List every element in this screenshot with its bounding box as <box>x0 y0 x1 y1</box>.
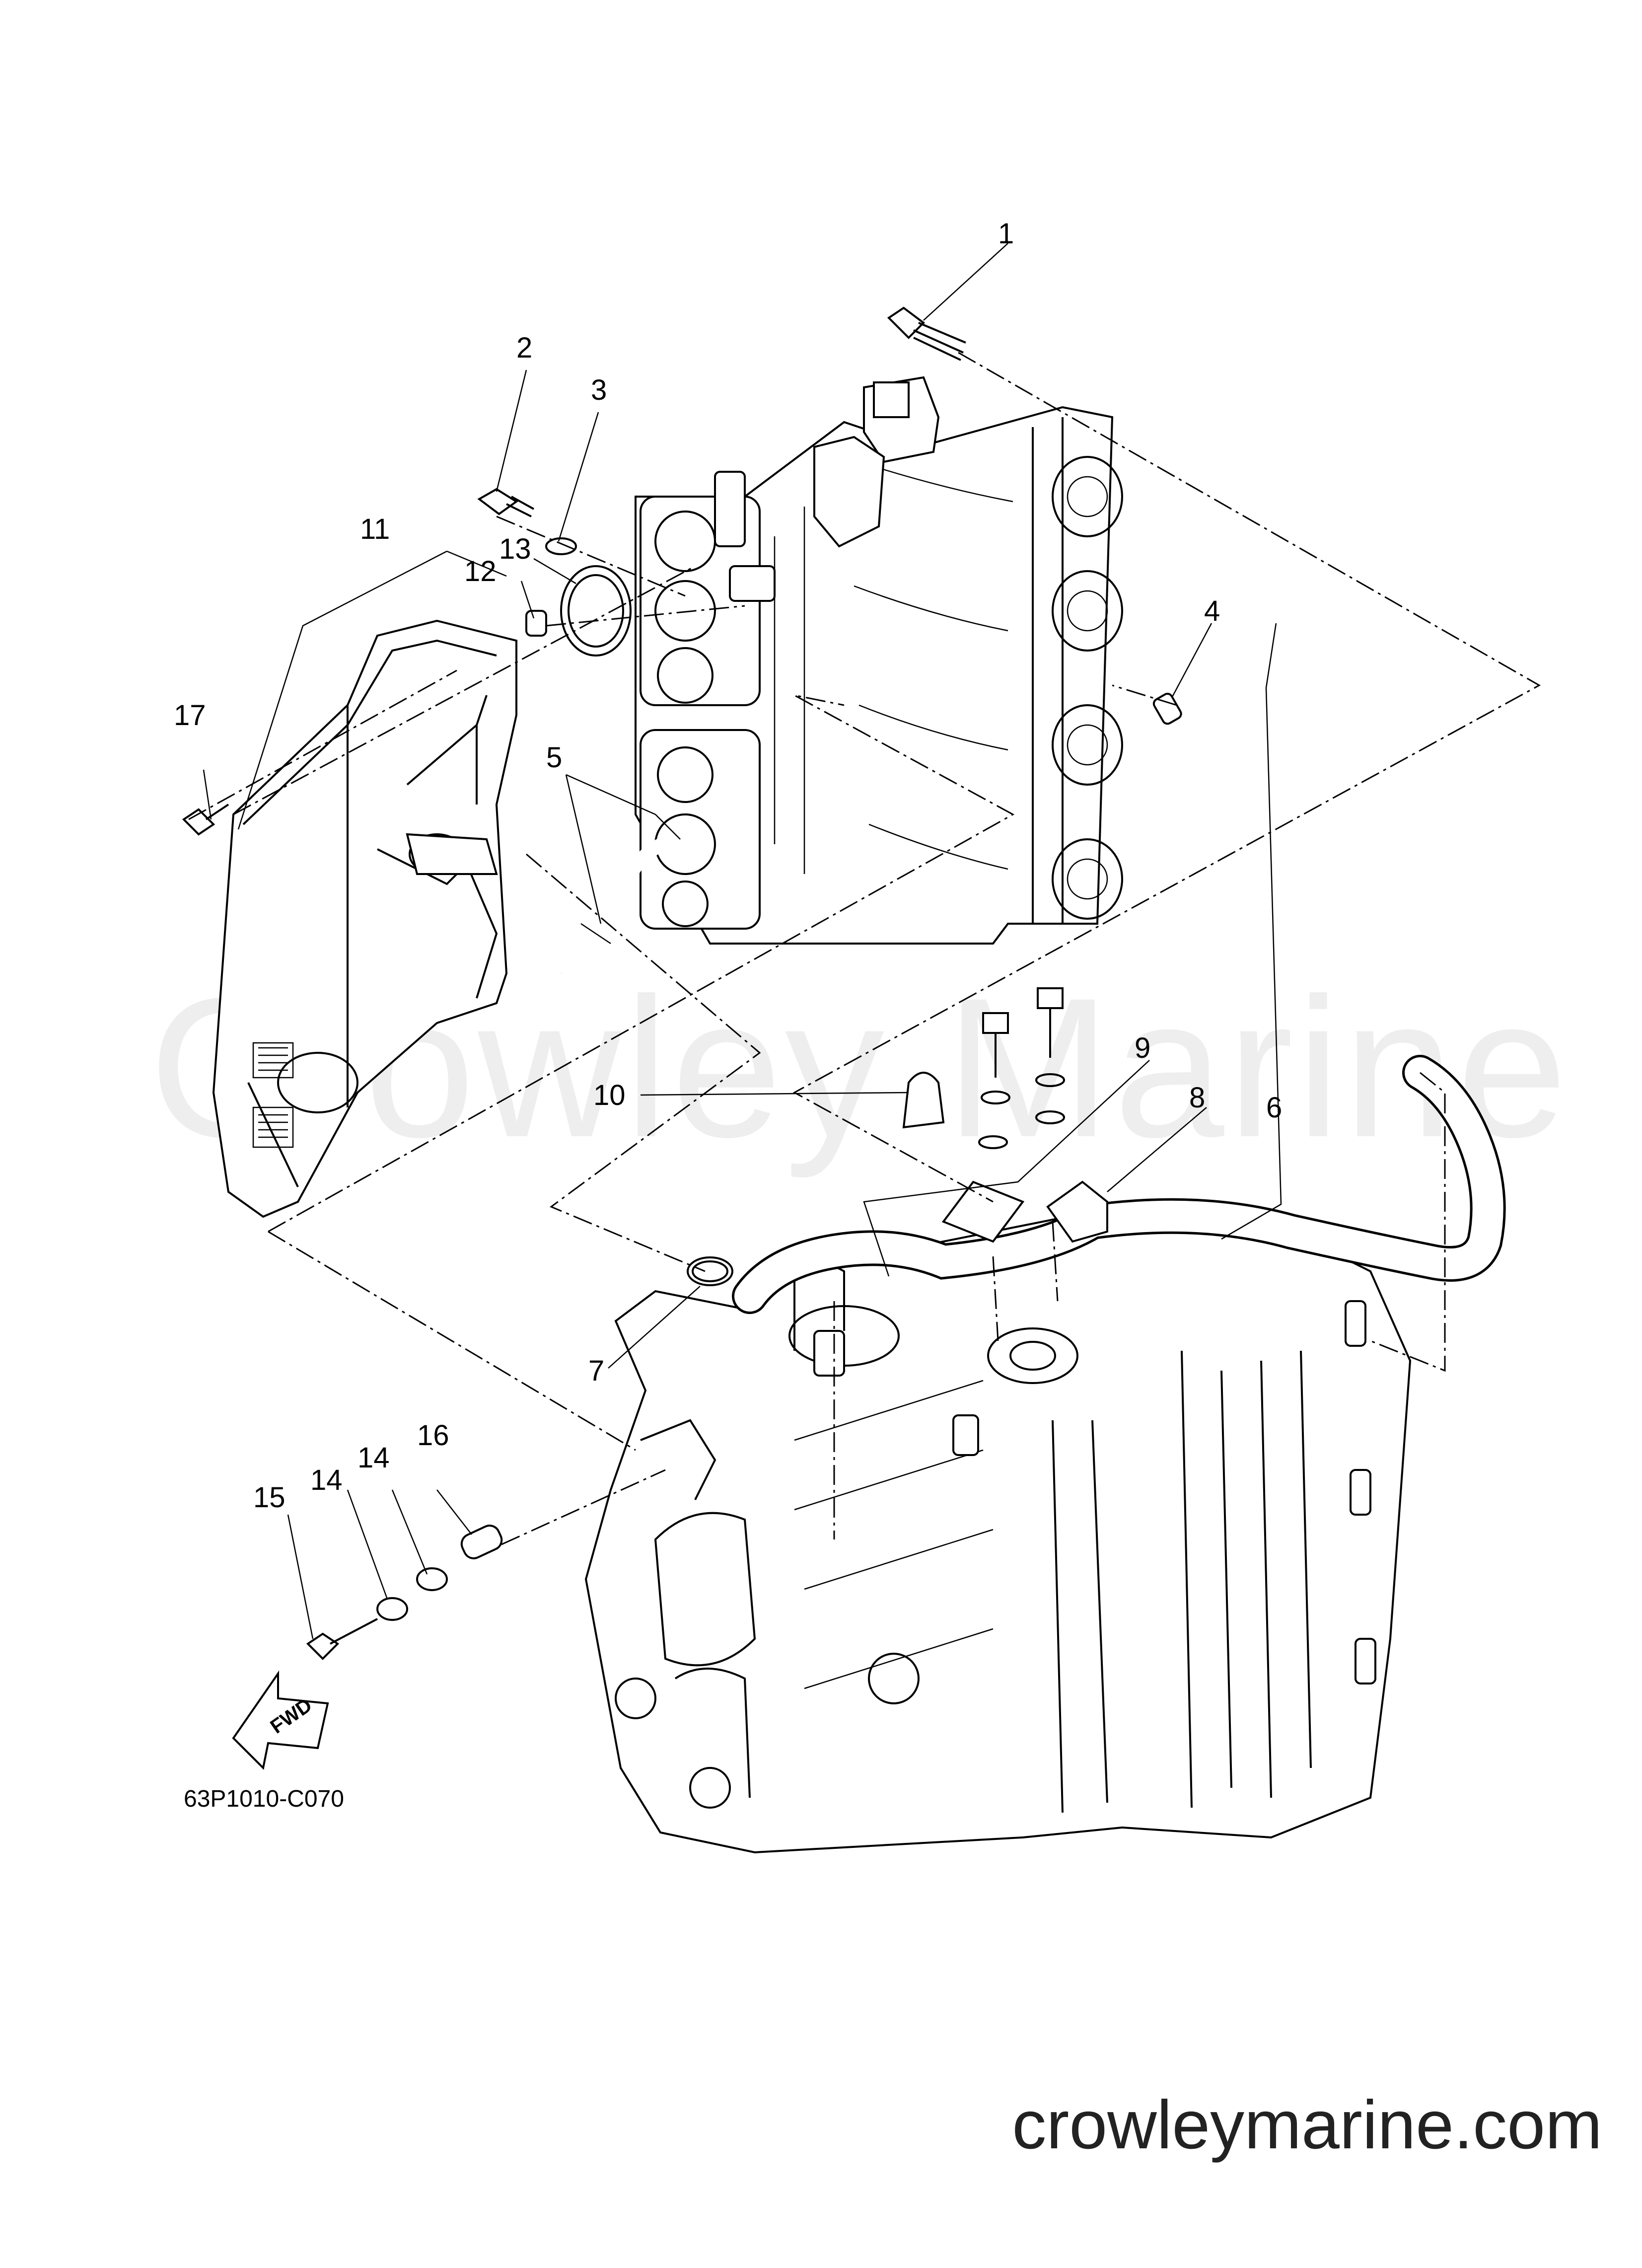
callout-15: 15 <box>253 1481 286 1514</box>
intake-manifold <box>635 376 1123 945</box>
callout-4: 4 <box>1204 595 1220 627</box>
cylinder-block <box>584 1210 1412 1854</box>
diagram-code: 63P1010-C070 <box>184 1786 344 1812</box>
callout-7: 7 <box>588 1355 604 1387</box>
callout-numbers: 1 2 3 4 5 6 7 8 9 10 11 12 13 14 14 15 1… <box>174 218 1282 1514</box>
callout-9: 9 <box>1135 1032 1150 1064</box>
hose <box>732 1055 1506 1314</box>
callout-3: 3 <box>591 374 607 406</box>
callout-1: 1 <box>998 218 1014 250</box>
callout-14-a: 14 <box>310 1464 343 1496</box>
callout-11: 11 <box>360 513 390 545</box>
callout-14-b: 14 <box>357 1442 390 1474</box>
leader-lines <box>203 243 1282 1639</box>
callout-16: 16 <box>417 1419 449 1452</box>
callout-13: 13 <box>499 533 531 565</box>
callout-17: 17 <box>174 699 206 732</box>
callout-2: 2 <box>516 332 532 364</box>
callout-8: 8 <box>1189 1082 1205 1114</box>
callout-12: 12 <box>464 555 497 587</box>
callout-10: 10 <box>593 1079 626 1111</box>
callout-5: 5 <box>546 741 562 774</box>
small-parts <box>182 306 1182 1660</box>
phantom-lines <box>188 352 1541 1545</box>
breather-hose <box>551 814 681 1011</box>
intake-silencer <box>212 619 517 1218</box>
site-url: crowleymarine.com <box>1012 2087 1602 2163</box>
fwd-arrow: FWD <box>232 1670 329 1770</box>
callout-6: 6 <box>1266 1092 1282 1124</box>
